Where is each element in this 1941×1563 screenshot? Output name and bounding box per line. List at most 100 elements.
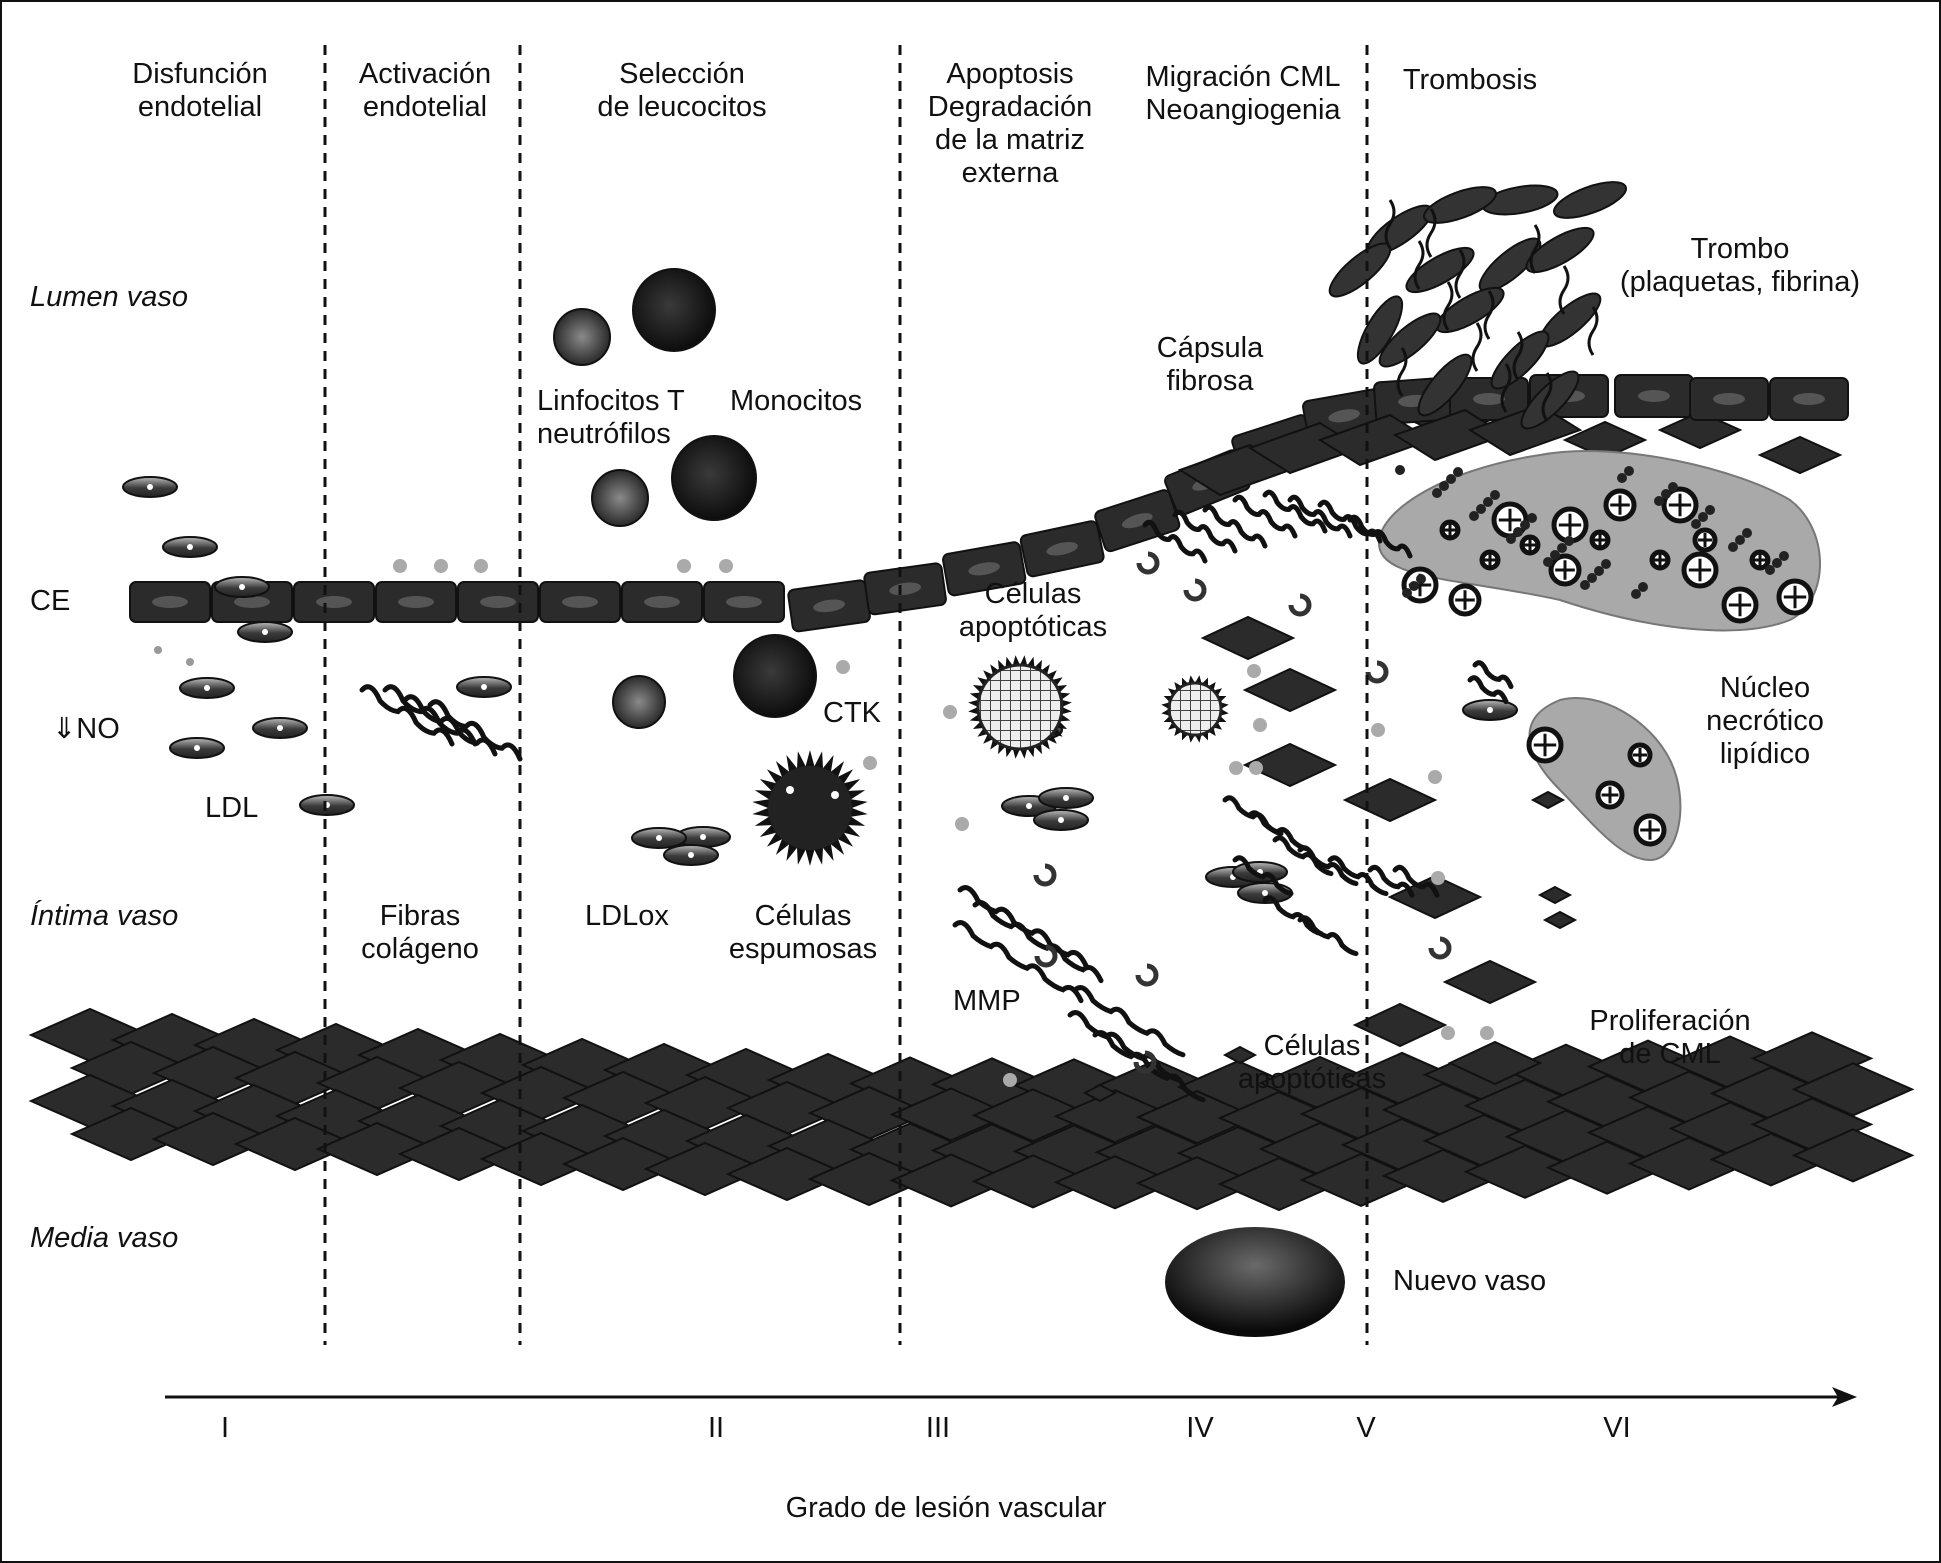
cytokine-dot	[1247, 664, 1261, 678]
cytokine-dot	[1428, 770, 1442, 784]
cell-nucleus	[1638, 390, 1670, 402]
platelet	[1420, 180, 1500, 230]
new-vessel	[1165, 1227, 1345, 1337]
platelet	[1401, 240, 1480, 301]
debris-dot	[1601, 559, 1611, 569]
monocitos-label: Monocitos	[730, 385, 862, 417]
debris-dot	[1453, 467, 1463, 477]
stage-3-title: Selecciónde leucocitos	[597, 58, 766, 123]
ce-label: CE	[30, 585, 70, 617]
cap-cell	[1020, 520, 1105, 577]
cytokine-dot	[719, 559, 733, 573]
ldl-core	[656, 835, 662, 841]
cap-cell	[864, 563, 947, 615]
cell-nucleus	[152, 596, 188, 608]
cell-nucleus	[726, 596, 762, 608]
ldlox-label: LDLox	[585, 900, 669, 932]
axis-tick-1: I	[221, 1412, 229, 1444]
debris-dot	[1742, 528, 1752, 538]
cell-nucleus	[644, 596, 680, 608]
fibrin-strand	[1473, 323, 1481, 371]
cytokine-dot	[943, 705, 957, 719]
cytokine-dot	[677, 559, 691, 573]
ldl-core	[1063, 795, 1069, 801]
ldl-core	[194, 745, 200, 751]
ldl-core	[262, 629, 268, 635]
collagen-fiber	[1235, 497, 1295, 536]
leukocytes	[554, 269, 816, 728]
nucleo-label: Núcleonecróticolipídico	[1706, 672, 1824, 770]
cytokine-dot	[434, 559, 448, 573]
foam-cell	[752, 750, 867, 866]
monocyte-cell	[734, 635, 816, 717]
debris-dot	[1564, 536, 1574, 546]
ldl-core	[1026, 803, 1032, 809]
debris-dot	[1624, 466, 1634, 476]
cytokine-dot	[836, 660, 850, 674]
debris-dot	[1779, 551, 1789, 561]
cytokine-dot	[863, 756, 877, 770]
mmp-hook	[1186, 581, 1204, 599]
ldl-core	[1487, 707, 1493, 713]
collagen-fiber	[1330, 858, 1386, 894]
ldl-label: LDL	[205, 792, 258, 824]
cytokine-dot	[1229, 761, 1243, 775]
cell-nucleus	[480, 596, 516, 608]
lymphocyte-cell	[613, 676, 665, 728]
stage-6-title: Trombosis	[1403, 64, 1537, 96]
cap-cell	[1770, 378, 1848, 420]
debris-dot	[1395, 465, 1405, 475]
cell-nucleus	[1793, 393, 1825, 405]
no-label: ⇓NO	[52, 713, 120, 745]
cell-nucleus	[316, 596, 352, 608]
cytokine-dot	[474, 559, 488, 573]
debris-dot	[1705, 505, 1715, 515]
cytokine-dot	[1441, 1026, 1455, 1040]
mmp-hook	[1139, 554, 1157, 572]
ldl-core	[481, 684, 487, 690]
debris-dot	[1416, 574, 1426, 584]
cell-nucleus	[1713, 393, 1745, 405]
ctk-label: CTK	[823, 697, 882, 729]
lymphocyte-cell	[592, 470, 648, 526]
trombo-label: Trombo(plaquetas, fibrina)	[1620, 233, 1860, 298]
mmp-hook	[1431, 939, 1449, 957]
lymphocyte-cell	[554, 309, 610, 365]
platelet	[1550, 175, 1630, 225]
cytokine-dot	[955, 817, 969, 831]
mmp-label: MMP	[953, 985, 1021, 1017]
ldl-core	[688, 852, 694, 858]
axis-title: Grado de lesión vascular	[786, 1492, 1107, 1524]
layer-intima-label: Íntima vaso	[30, 899, 178, 932]
linfocitos-label: Linfocitos Tneutrófilos	[537, 385, 685, 450]
axis-tick-5: V	[1356, 1412, 1376, 1444]
debris-dot	[1490, 490, 1500, 500]
apoptotic-cells	[968, 655, 1228, 759]
cytokine-dot	[1249, 761, 1263, 775]
ldl-core	[147, 484, 153, 490]
smooth-muscle-cell	[1203, 617, 1293, 659]
collagen-fiber	[1250, 813, 1306, 849]
smooth-muscle-cell	[1445, 961, 1535, 1003]
progression-axis	[165, 1387, 1857, 1407]
cap-cell	[788, 580, 871, 632]
ldl-core	[1058, 817, 1064, 823]
mmp-hook	[1291, 596, 1309, 614]
axis-tick-4: IV	[1186, 1412, 1214, 1444]
axis-tick-2: II	[708, 1412, 724, 1444]
mmp-hook	[1368, 663, 1386, 681]
smooth-muscle-cell	[1225, 1047, 1255, 1063]
mmp-hook	[1138, 966, 1156, 984]
layer-lumen-label: Lumen vaso	[30, 281, 188, 313]
cap-cell	[1690, 378, 1768, 420]
monocyte-cell	[672, 436, 756, 520]
debris-dot	[1668, 482, 1678, 492]
collagen-fiber	[1300, 848, 1356, 884]
smooth-muscle-cell	[1345, 779, 1435, 821]
ldl-core	[187, 544, 193, 550]
